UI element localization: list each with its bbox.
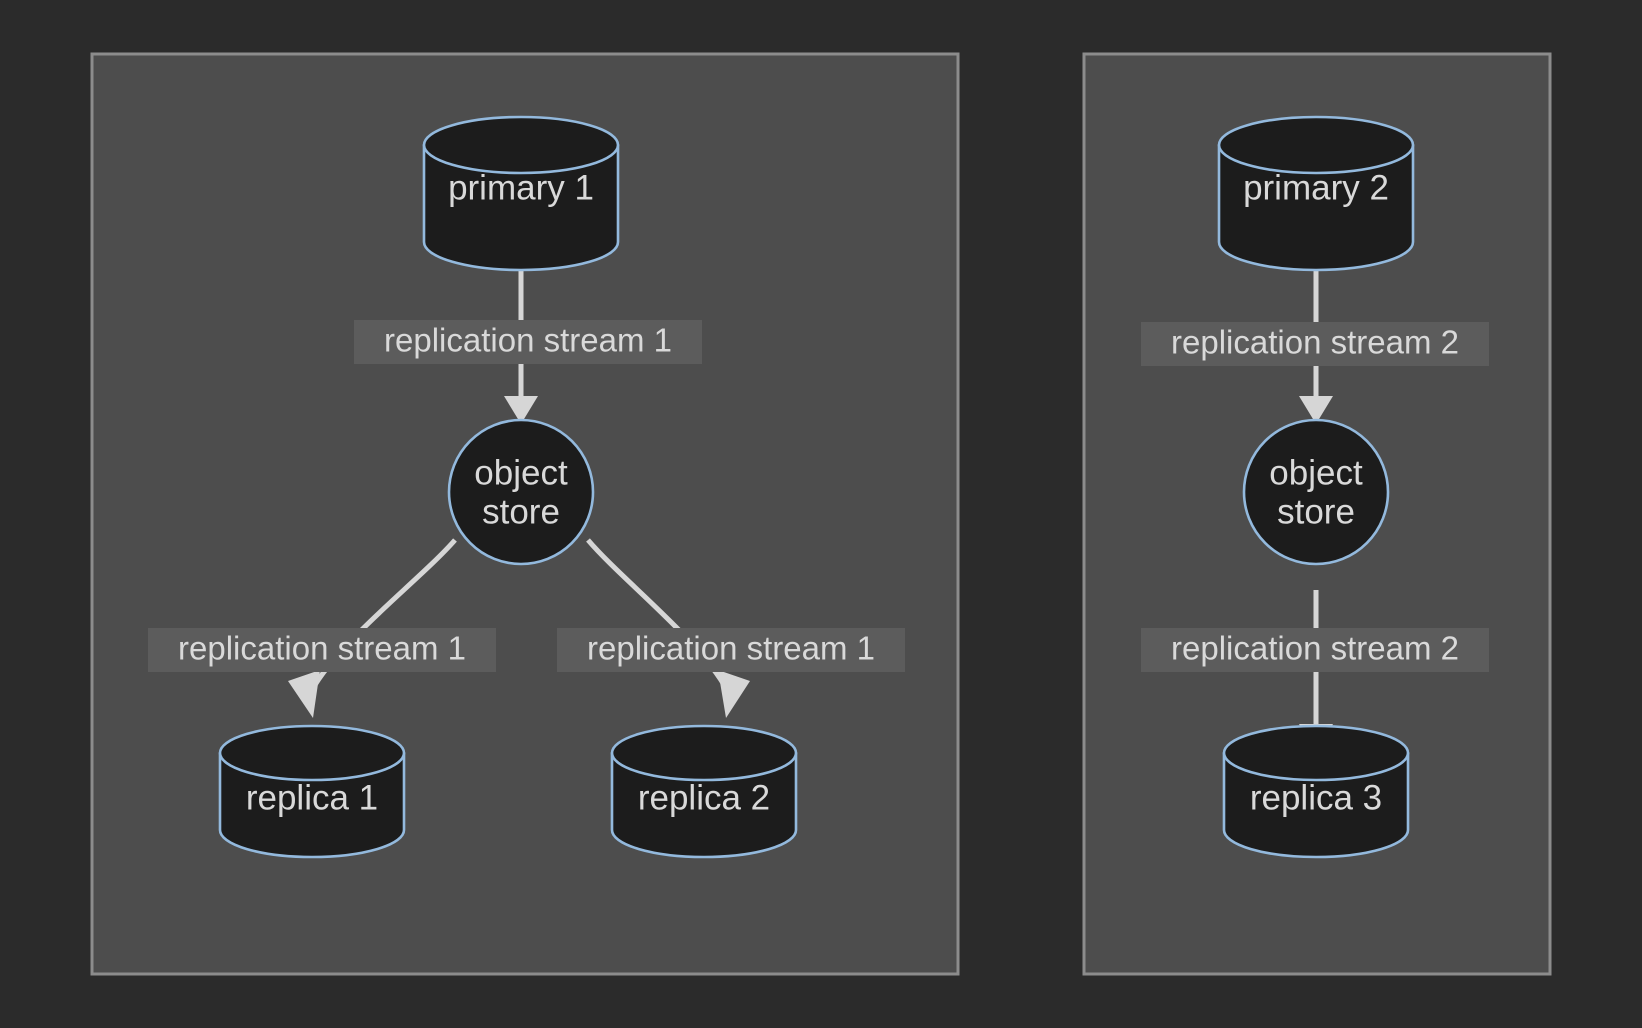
arrow-head-icon (504, 396, 538, 424)
edge-label-text: replication stream 1 (384, 322, 672, 359)
node-label-line2: store (482, 492, 560, 531)
node-label: primary 1 (448, 168, 594, 207)
node-object-store-2[interactable]: object store (1242, 418, 1390, 566)
edge-label-objectstore2-replica3: replication stream 2 (1141, 628, 1489, 672)
node-label: replica 1 (246, 778, 378, 817)
node-label: primary 2 (1243, 168, 1389, 207)
edge-label-text: replication stream 2 (1171, 324, 1459, 361)
edge-label-objectstore-replica1: replication stream 1 (148, 628, 496, 672)
node-primary-1[interactable]: primary 1 (422, 115, 620, 272)
node-label-line1: object (474, 453, 568, 492)
edge-label-objectstore-replica2: replication stream 1 (557, 628, 905, 672)
node-object-store-1[interactable]: object store (447, 418, 595, 566)
node-label-line1: object (1269, 453, 1363, 492)
edge-label-text: replication stream 2 (1171, 630, 1459, 667)
edge-label-text: replication stream 1 (587, 630, 875, 667)
arrow-head-icon (288, 670, 320, 718)
edge-label-text: replication stream 1 (178, 630, 466, 667)
node-primary-2[interactable]: primary 2 (1217, 115, 1415, 272)
edge-label-primary2-objectstore: replication stream 2 (1141, 322, 1489, 366)
node-replica-2[interactable]: replica 2 (610, 724, 798, 859)
node-replica-1[interactable]: replica 1 (218, 724, 406, 859)
node-label: replica 3 (1250, 778, 1382, 817)
arrow-head-icon (718, 670, 750, 718)
arrow-head-icon (1299, 396, 1333, 424)
edge-label-primary1-objectstore: replication stream 1 (354, 320, 702, 364)
node-label: replica 2 (638, 778, 770, 817)
node-label-line2: store (1277, 492, 1355, 531)
node-replica-3[interactable]: replica 3 (1222, 724, 1410, 859)
